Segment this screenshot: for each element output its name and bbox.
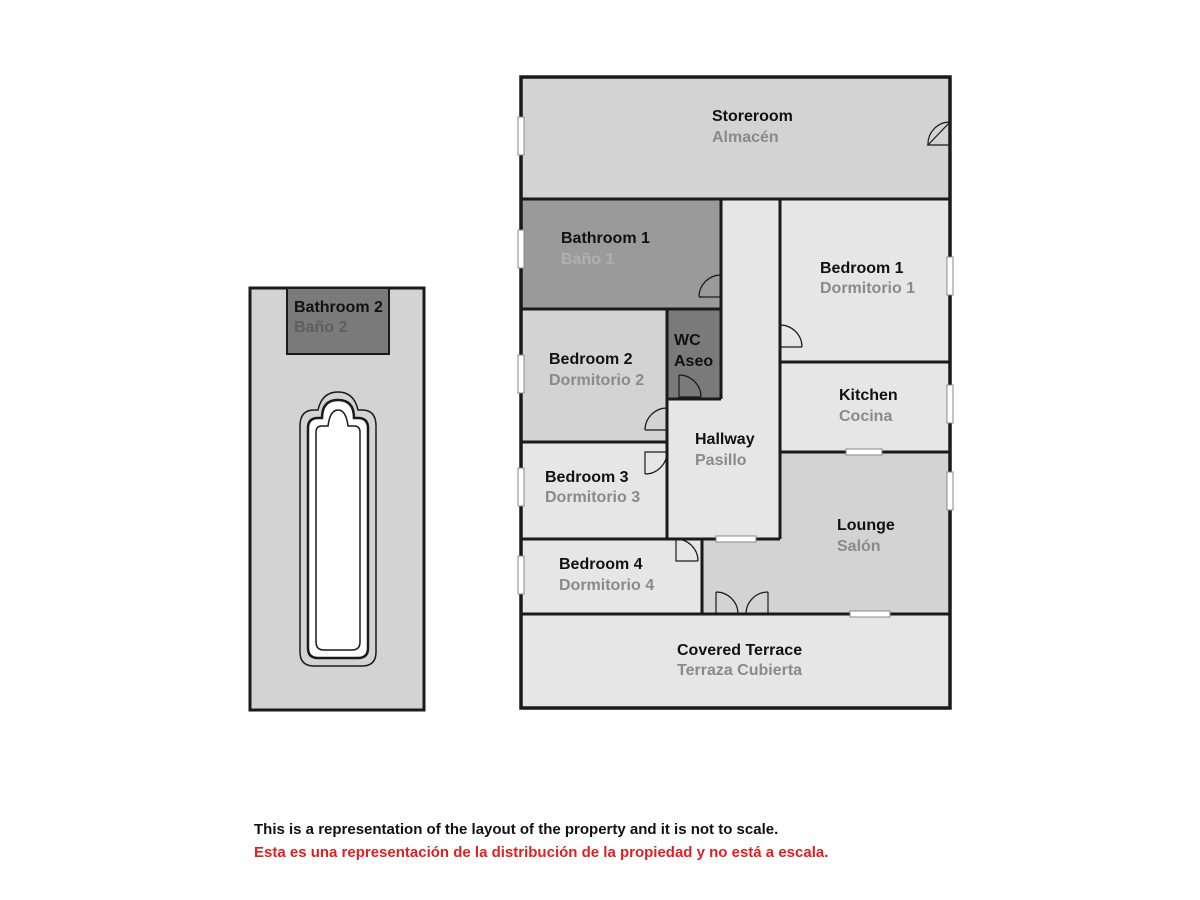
bedroom-1-room [780, 199, 950, 362]
bedroom-3-label-es: Dormitorio 3 [545, 489, 640, 506]
covered-terrace-room [521, 614, 950, 708]
storeroom-label-es: Almacén [712, 129, 779, 146]
bedroom-2-door [645, 408, 668, 431]
bedroom-2-label: Bedroom 2 [549, 351, 633, 368]
storeroom-door [926, 120, 951, 146]
bedroom-3-room [521, 442, 667, 539]
swimming-pool [306, 398, 370, 660]
lounge-label: Lounge [837, 517, 895, 534]
kitchen-room [780, 362, 950, 452]
covered-terrace-label-es: Terraza Cubierta [677, 662, 802, 679]
wc-door [678, 375, 701, 398]
lounge-label-es: Salón [837, 538, 881, 555]
bathroom-1-label-es: Baño 1 [561, 251, 614, 268]
doors [644, 120, 951, 615]
bathroom-2-label: Bathroom 2 [294, 299, 383, 316]
wc-room [667, 309, 721, 399]
bedroom-4-label: Bedroom 4 [559, 556, 643, 573]
hallway-label-es: Pasillo [695, 452, 747, 469]
pool-water-outline [315, 409, 361, 651]
hallway-corridor [721, 199, 780, 399]
storeroom-label: Storeroom [712, 108, 793, 125]
disclaimer-spanish: Esta es una representación de la distrib… [254, 844, 829, 861]
lounge-room [702, 452, 950, 614]
bathroom-1-door [699, 275, 722, 298]
bathroom-2-label-es: Baño 2 [294, 319, 347, 336]
bathroom-1-room [521, 199, 721, 309]
bedroom-1-label-es: Dormitorio 1 [820, 280, 915, 297]
outbuilding: Bathroom 2 Baño 2 [248, 286, 426, 712]
interior-walls [521, 197, 950, 616]
bathroom-1-label: Bathroom 1 [561, 230, 650, 247]
bedroom-2-label-es: Dormitorio 2 [549, 372, 644, 389]
bedroom-1-label: Bedroom 1 [820, 260, 904, 277]
bedroom-3-label: Bedroom 3 [545, 469, 629, 486]
disclaimer-english: This is a representation of the layout o… [254, 821, 779, 838]
pool-inner-edge [299, 391, 377, 667]
windows [517, 116, 954, 618]
bedroom-2-room [521, 309, 667, 442]
wc-label: WC [674, 332, 701, 349]
main-house: Storeroom Almacén Bathroom 1 Baño 1 Bedr… [517, 75, 954, 710]
bedroom-4-label-es: Dormitorio 4 [559, 577, 654, 594]
bathroom-2-room [286, 287, 390, 355]
lounge-double-door [715, 592, 769, 614]
wc-label-es: Aseo [674, 353, 713, 370]
bedroom-1-door [779, 325, 802, 348]
hallway-room [667, 399, 780, 539]
bedroom-4-door [675, 539, 698, 562]
bedroom-4-room [521, 539, 702, 614]
covered-terrace-label: Covered Terrace [677, 642, 802, 659]
kitchen-label: Kitchen [839, 387, 898, 404]
hallway-label: Hallway [695, 431, 755, 448]
storeroom-room [521, 77, 950, 199]
room-labels: Storeroom Almacén Bathroom 1 Baño 1 Bedr… [545, 108, 915, 679]
bedroom-3-door [644, 451, 667, 474]
kitchen-label-es: Cocina [839, 408, 892, 425]
